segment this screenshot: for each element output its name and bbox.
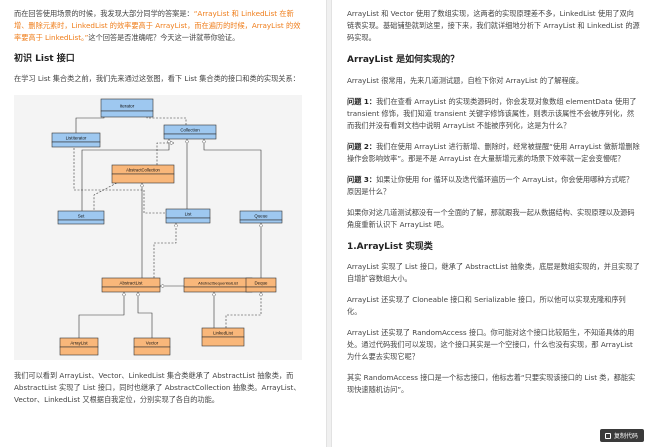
label-abstractlist: AbstractList: [120, 281, 144, 286]
column-divider: [326, 0, 332, 447]
intro-highlight: “ArrayList 和 LinkedList 在新增、删除元素时，Linked…: [14, 9, 301, 42]
question-1-label: 问题 1：: [347, 97, 377, 106]
heading-arraylist-class: 1.ArrayList 实现类: [347, 242, 433, 252]
label-set: Set: [78, 214, 85, 219]
label-collection: Collection: [180, 128, 200, 133]
box-iterator: Iterator: [100, 98, 154, 118]
question-3-label: 问题 3：: [347, 175, 377, 184]
intro-pre: 而在回答使用场景的时候，我发现大部分同学的答案是：: [14, 9, 194, 18]
heading-arraylist-impl: ArrayList 是如何实现的？: [347, 55, 460, 65]
question-3: 问题 3：如果让你使用 for 循环以及迭代循环遍历一个 ArrayList，你…: [347, 174, 640, 198]
section-heading-list: 初识 List 接口: [14, 54, 75, 64]
label-vector: Vector: [146, 341, 159, 346]
question-2: 问题 2：我们在使用 ArrayList 进行新增、删除时，经常被提醒“使用 A…: [347, 141, 640, 165]
box-abstractcollection: AbstractCollection: [111, 164, 175, 184]
copy-code-button[interactable]: 复制代码: [599, 429, 644, 442]
box-linkedlist: LinkedList: [201, 327, 245, 347]
impl-intro-paragraph: ArrayList 和 Vector 使用了数组实现，这两者的实现原理差不多，L…: [347, 9, 640, 42]
box-arraylist: ArrayList: [59, 337, 99, 356]
list-intro-paragraph: 在学习 List 集合类之前，我们先来通过这张图，看下 List 集合类的接口和…: [14, 74, 300, 83]
box-abstractlist: AbstractList: [101, 277, 161, 293]
intro-post: 这个回答是否准确呢？今天这一讲就带你验证。: [88, 33, 240, 42]
copy-code-label: 复制代码: [613, 433, 638, 440]
box-set: Set: [57, 210, 105, 225]
question-2-label: 问题 2：: [347, 142, 377, 151]
label-list: List: [185, 212, 193, 217]
relearn-paragraph: 如果你对这几道测试都没有一个全面的了解，那就跟我一起从数据结构、实现原理以及源码…: [347, 208, 635, 229]
arraylist-impl-paragraph: ArrayList 实现了 List 接口，继承了 AbstractList 抽…: [347, 262, 640, 283]
box-listiterator: ListIterator: [51, 132, 101, 148]
box-vector: Vector: [133, 337, 171, 356]
list-summary-paragraph: 我们可以看到 ArrayList、Vector、LinkedList 集合类继承…: [14, 371, 301, 404]
intro-paragraph: 而在回答使用场景的时候，我发现大部分同学的答案是：“ArrayList 和 Li…: [14, 8, 307, 44]
right-column: ArrayList 和 Vector 使用了数组实现，这两者的实现原理差不多，L…: [333, 0, 650, 447]
box-queue: Queue: [239, 210, 283, 224]
self-check-paragraph: ArrayList 很常用，先来几道测试题，自检下你对 ArrayList 的了…: [347, 76, 584, 85]
marker-interface-paragraph: 其实 RandomAccess 接口是一个标志接口，他标志着“只要实现该接口的 …: [347, 373, 636, 394]
box-deque: Deque: [245, 277, 277, 293]
label-deque: Deque: [255, 281, 268, 286]
box-collection: Collection: [163, 124, 217, 140]
question-1-text: 我们在查看 ArrayList 的实现类源码时，你会发现对象数组 element…: [347, 97, 637, 130]
randomaccess-paragraph: ArrayList 还实现了 RandomAccess 接口。你可能对这个接口比…: [347, 328, 635, 361]
class-diagram: Iterator ListIterator Collection Abstrac…: [14, 95, 302, 360]
left-column: 而在回答使用场景的时候，我发现大部分同学的答案是：“ArrayList 和 Li…: [14, 8, 307, 404]
class-diagram-svg: Iterator ListIterator Collection Abstrac…: [51, 98, 283, 356]
question-1: 问题 1：我们在查看 ArrayList 的实现类源码时，你会发现对象数组 el…: [347, 96, 640, 132]
box-list: List: [165, 208, 211, 224]
label-abstractsequentiallist: AbstractSequentialList: [198, 281, 239, 286]
label-linkedlist: LinkedList: [213, 331, 234, 336]
label-queue: Queue: [254, 214, 268, 219]
cloneable-paragraph: ArrayList 还实现了 Cloneable 接口和 Serializabl…: [347, 295, 626, 316]
question-2-text: 我们在使用 ArrayList 进行新增、删除时，经常被提醒“使用 ArrayL…: [347, 142, 640, 163]
label-arraylist: ArrayList: [70, 341, 88, 346]
label-listiterator: ListIterator: [66, 136, 87, 141]
box-abstractsequentiallist: AbstractSequentialList: [183, 277, 253, 293]
label-abstractcollection: AbstractCollection: [126, 168, 160, 173]
question-3-text: 如果让你使用 for 循环以及迭代循环遍历一个 ArrayList，你会使用哪种…: [347, 175, 634, 196]
copy-icon: [604, 432, 611, 439]
label-iterator: Iterator: [120, 104, 135, 109]
